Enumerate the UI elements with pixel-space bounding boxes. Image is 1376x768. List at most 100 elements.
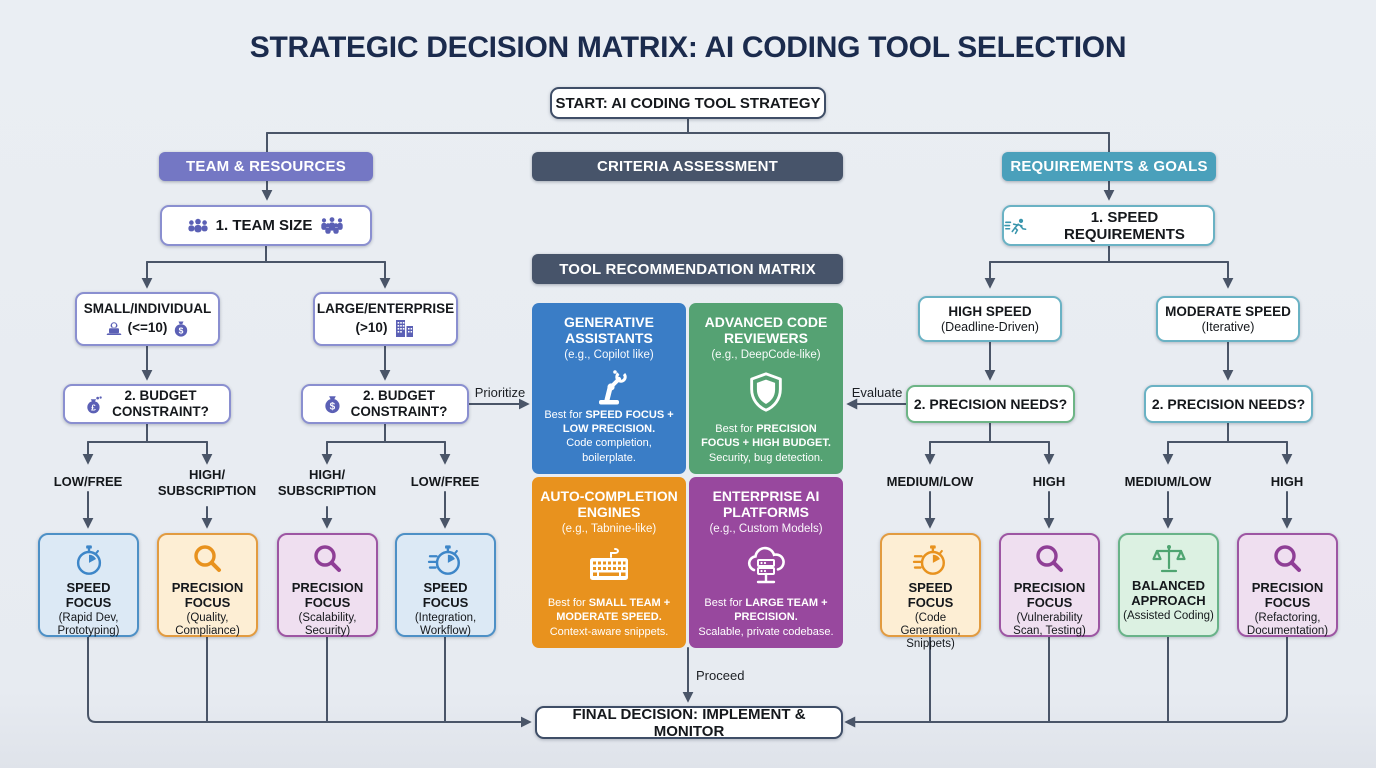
branch-label-medium-low-1: MEDIUM/LOW: [886, 474, 974, 489]
svg-text:£: £: [91, 402, 96, 412]
outcome-subtitle: (Assisted Coding): [1123, 609, 1214, 622]
precision-needs-1-label: 2. PRECISION NEEDS?: [913, 395, 1068, 412]
outcome-title: SPEED FOCUS: [907, 580, 954, 610]
outcome-precision-focus-scalability: PRECISION FOCUS (Scalability, Security): [277, 533, 378, 637]
outcome-subtitle: (Rapid Dev, Prototyping): [57, 611, 120, 638]
large-enterprise-node: LARGE/ENTERPRISE (>10): [313, 292, 458, 346]
outcome-title: SPEED FOCUS: [422, 580, 469, 610]
branch-label-high-subscription-1: HIGH/ SUBSCRIPTION: [157, 467, 257, 499]
cloud-server-icon: [747, 546, 785, 583]
outcome-subtitle: (Quality, Compliance): [175, 611, 240, 638]
outcome-subtitle: (Code Generation, Snippets): [900, 611, 961, 651]
header-criteria-assessment-label: CRITERIA ASSESSMENT: [596, 158, 779, 175]
outcome-title: PRECISION FOCUS: [1251, 580, 1324, 610]
quadrant-title: AUTO-COMPLETION ENGINES: [540, 488, 678, 521]
budget-constraint-large-label: 2. BUDGET CONSTRAINT?: [350, 387, 448, 419]
outcome-subtitle: (Scalability, Security): [298, 611, 357, 638]
header-requirements-goals: REQUIREMENTS & GOALS: [1002, 152, 1216, 181]
money-bag-dollar-icon: $: [175, 321, 188, 337]
large-enterprise-subtitle: (>10): [355, 320, 388, 335]
header-requirements-goals-label: REQUIREMENTS & GOALS: [1010, 158, 1208, 175]
final-decision-label: FINAL DECISION: IMPLEMENT & MONITOR: [572, 705, 806, 740]
outcome-subtitle: (Integration, Workflow): [414, 611, 477, 638]
quadrant-subtitle: (e.g., Custom Models): [709, 523, 823, 536]
quadrant-advanced-code-reviewers: ADVANCED CODE REVIEWERS (e.g., DeepCode-…: [689, 303, 843, 474]
budget-constraint-small-label: 2. BUDGET CONSTRAINT?: [112, 387, 209, 419]
quadrant-subtitle: (e.g., Tabnine-like): [561, 523, 657, 536]
runner-icon: [1004, 218, 1027, 234]
outcome-speed-focus-integration: SPEED FOCUS (Integration, Workflow): [395, 533, 496, 637]
branch-label-medium-low-2: MEDIUM/LOW: [1124, 474, 1212, 489]
keyboard-icon: [590, 547, 628, 580]
dev-laptop-icon: [106, 322, 122, 336]
header-tool-matrix: TOOL RECOMMENDATION MATRIX: [532, 254, 843, 284]
stopwatch-icon: [72, 543, 106, 577]
branch-label-low-free-1: LOW/FREE: [53, 474, 123, 489]
header-team-resources-label: TEAM & RESOURCES: [186, 158, 346, 175]
high-speed-subtitle: (Deadline-Driven): [941, 319, 1039, 334]
speed-stopwatch-icon: [427, 543, 465, 577]
budget-constraint-large-node: $ 2. BUDGET CONSTRAINT?: [301, 384, 469, 424]
page-title: STRATEGIC DECISION MATRIX: AI CODING TOO…: [249, 31, 1127, 64]
quadrant-auto-completion-engines: AUTO-COMPLETION ENGINES (e.g., Tabnine-l…: [532, 477, 686, 648]
high-speed-node: HIGH SPEED (Deadline-Driven): [918, 296, 1062, 342]
outcome-balanced-approach: BALANCED APPROACH (Assisted Coding): [1118, 533, 1219, 637]
high-speed-title: HIGH SPEED: [948, 303, 1032, 319]
magnifier-icon: [1033, 543, 1067, 577]
precision-needs-node-1: 2. PRECISION NEEDS?: [906, 385, 1075, 423]
quadrant-best-prefix: Best for: [547, 597, 589, 610]
outcome-speed-focus-rapid: SPEED FOCUS (Rapid Dev, Prototyping): [38, 533, 139, 637]
magnifier-icon: [1271, 543, 1305, 577]
outcome-title: PRECISION FOCUS: [171, 580, 244, 610]
quadrant-best-prefix: Best for: [544, 408, 586, 421]
buildings-icon: [396, 320, 414, 338]
crowd-icon: [321, 217, 344, 234]
quadrant-title: ENTERPRISE AI PLATFORMS: [712, 488, 820, 521]
small-individual-subtitle: (<=10): [127, 320, 168, 335]
edge-label-proceed: Proceed: [696, 668, 745, 683]
quadrant-best-bold: SPEED FOCUS + LOW PRECISION.: [562, 408, 674, 436]
magnifier-icon: [191, 543, 225, 577]
quadrant-best-bold: PRECISION FOCUS + HIGH BUDGET.: [701, 423, 831, 450]
quadrant-best-prefix: Best for: [704, 597, 746, 610]
svg-text:$: $: [329, 401, 335, 412]
speed-requirements-node: 1. SPEED REQUIREMENTS: [1002, 205, 1215, 246]
branch-label-high-subscription-2: HIGH/ SUBSCRIPTION: [277, 467, 377, 499]
quadrant-best-bold: SMALL TEAM + MODERATE SPEED.: [556, 597, 671, 624]
team-size-node: 1. TEAM SIZE: [160, 205, 372, 246]
magnifier-icon: [311, 543, 345, 577]
header-criteria-assessment: CRITERIA ASSESSMENT: [532, 152, 843, 181]
outcome-speed-focus-codegen: SPEED FOCUS (Code Generation, Snippets): [880, 533, 981, 650]
outcome-precision-focus-vulnerability: PRECISION FOCUS (Vulnerability Scan, Tes…: [999, 533, 1100, 637]
outcome-title: PRECISION FOCUS: [1013, 580, 1086, 610]
tool-recommendation-matrix: GENERATIVE ASSISTANTS (e.g., Copilot lik…: [532, 303, 843, 648]
speed-requirements-label: 1. SPEED REQUIREMENTS: [1064, 208, 1185, 243]
money-bag-dollar-icon: $: [324, 396, 340, 414]
quadrant-enterprise-ai-platforms: ENTERPRISE AI PLATFORMS (e.g., Custom Mo…: [689, 477, 843, 648]
small-individual-node: SMALL/INDIVIDUAL (<=10) $: [75, 292, 220, 346]
edge-label-evaluate: Evaluate: [851, 385, 903, 400]
start-node: START: AI CODING TOOL STRATEGY: [550, 87, 826, 119]
outcome-title: PRECISION FOCUS: [291, 580, 364, 610]
quadrant-best-bold: LARGE TEAM + PRECISION.: [734, 597, 828, 624]
robot-arm-icon: [599, 369, 627, 404]
quadrant-title: ADVANCED CODE REVIEWERS: [704, 314, 828, 347]
quadrant-tail: Code completion, boilerplate.: [566, 437, 652, 464]
precision-needs-2-label: 2. PRECISION NEEDS?: [1151, 395, 1306, 412]
quadrant-subtitle: (e.g., DeepCode-like): [711, 349, 821, 362]
large-enterprise-title: LARGE/ENTERPRISE: [316, 300, 455, 316]
start-node-label: START: AI CODING TOOL STRATEGY: [555, 94, 821, 112]
small-individual-title: SMALL/INDIVIDUAL: [83, 301, 212, 317]
header-tool-matrix-label: TOOL RECOMMENDATION MATRIX: [559, 260, 816, 278]
outcome-subtitle: (Refactoring, Documentation): [1246, 611, 1329, 638]
outcome-precision-focus-refactoring: PRECISION FOCUS (Refactoring, Documentat…: [1237, 533, 1338, 637]
money-bag-pound-icon: £: [87, 395, 102, 413]
outcome-title: BALANCED APPROACH: [1131, 578, 1206, 608]
moderate-speed-title: MODERATE SPEED: [1165, 303, 1291, 319]
quadrant-subtitle: (e.g., Copilot like): [564, 349, 654, 362]
svg-text:$: $: [179, 325, 184, 335]
branch-label-high-1: HIGH: [1032, 474, 1066, 489]
outcome-title: SPEED FOCUS: [65, 580, 112, 610]
quadrant-tail: Scalable, private codebase.: [698, 625, 834, 638]
